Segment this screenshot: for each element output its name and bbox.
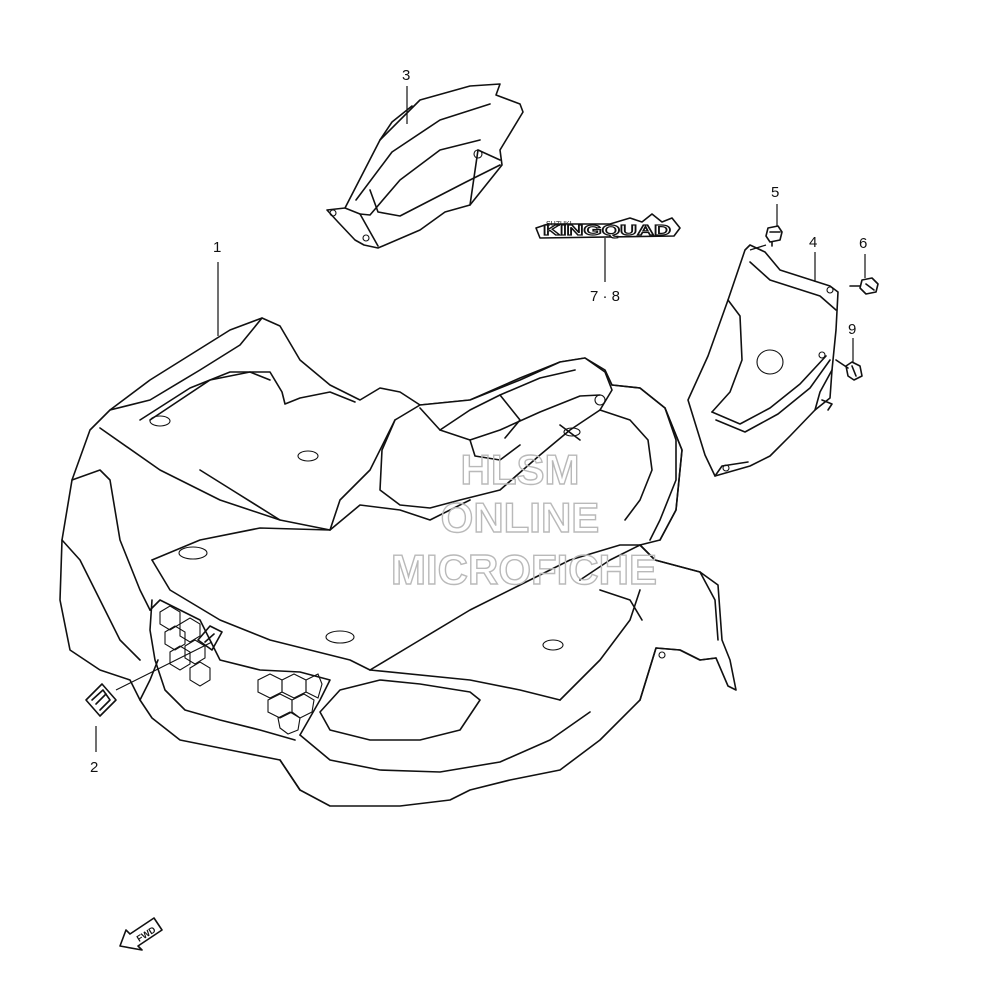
part-7-8-decal: SUZUKI KINGQUAD [535, 213, 681, 240]
part-9-bolt [835, 359, 863, 381]
decal-brand-large-text: KINGQUAD [543, 222, 671, 239]
part-2-emblem [85, 683, 117, 717]
watermark: HLSM ONLINE MICROFICHE [390, 445, 657, 593]
watermark-line-1: HLSM [461, 446, 580, 493]
callout-1: 1 [213, 239, 221, 256]
callout-6: 6 [859, 235, 867, 252]
fwd-arrow-icon: FWD [119, 917, 163, 951]
part-4-side-cover [687, 244, 839, 477]
watermark-line-3: MICROFICHE [391, 546, 657, 593]
callout-5: 5 [771, 184, 779, 201]
callout-labels: 3 1 2 4 5 6 7 · 8 9 [90, 67, 867, 776]
decal-brand-small-text: SUZUKI [546, 221, 572, 228]
watermark-line-2: ONLINE [441, 494, 600, 541]
part-1-front-fender [59, 317, 737, 807]
callout-2: 2 [90, 759, 98, 776]
callout-9: 9 [848, 321, 856, 338]
grille-right [257, 673, 323, 735]
callout-3: 3 [402, 67, 410, 84]
grille-left [159, 605, 211, 687]
callout-7-8: 7 · 8 [590, 288, 620, 305]
part-6-bolt [849, 277, 879, 295]
leader-lines [95, 86, 866, 752]
part-3-side-panel [326, 83, 524, 249]
part-5-screw [765, 225, 783, 247]
callout-4: 4 [809, 234, 817, 251]
